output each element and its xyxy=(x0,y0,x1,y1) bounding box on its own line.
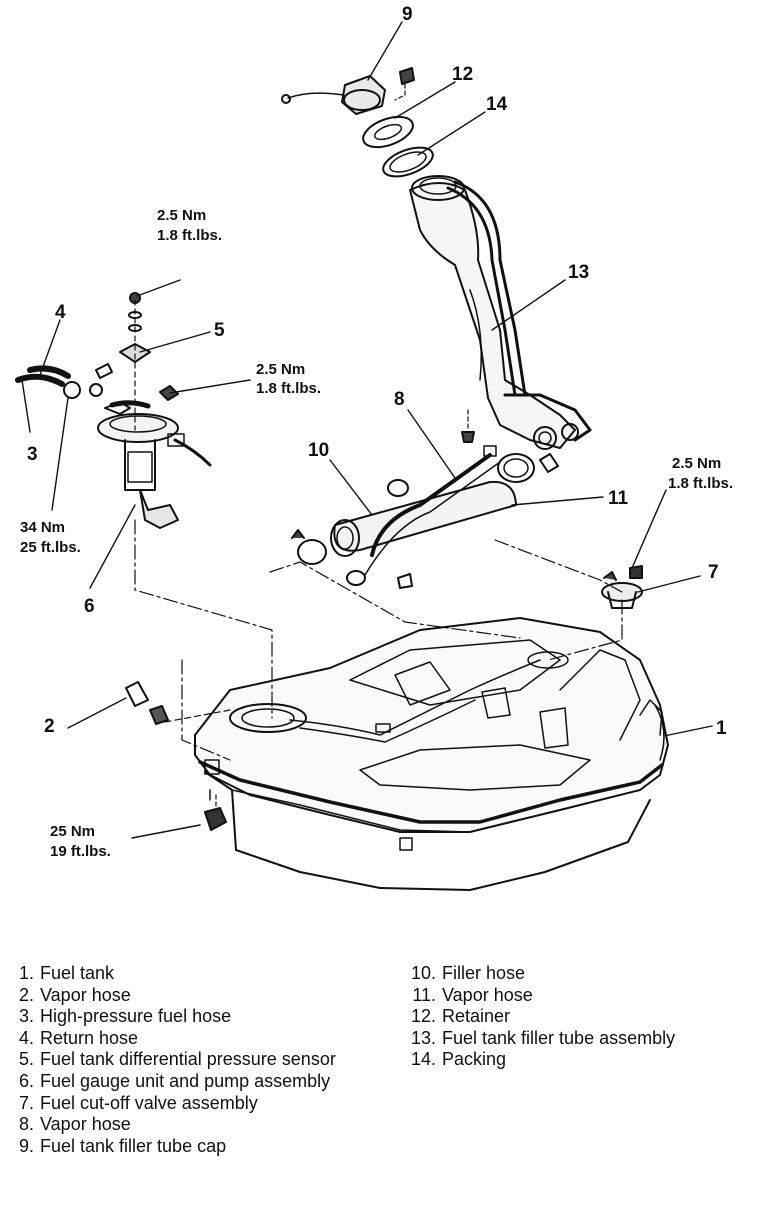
legend-number: 7. xyxy=(18,1092,34,1113)
legend-item: 11. Vapor hose xyxy=(400,985,760,1007)
legend-number: 6. xyxy=(18,1070,34,1091)
legend-text: Fuel gauge unit and pump assembly xyxy=(40,1070,331,1091)
torque-valve-nm: 2.5 Nm xyxy=(672,455,721,472)
fuel-tank xyxy=(194,617,669,891)
torque-hose-ftlbs: 25 ft.lbs. xyxy=(20,539,81,556)
torque-pump-ftlbs: 1.8 ft.lbs. xyxy=(256,380,321,397)
callout-5: 5 xyxy=(214,320,225,341)
callout-14: 14 xyxy=(486,94,508,115)
legend-number: 12. xyxy=(410,1006,436,1027)
legend-item: 10. Filler hose xyxy=(400,963,760,985)
callout-13: 13 xyxy=(568,262,589,283)
legend-text: Vapor hose xyxy=(442,984,533,1005)
legend-number: 1. xyxy=(18,963,34,983)
legend-number: 8. xyxy=(18,1114,34,1135)
alignment-lines xyxy=(134,519,623,761)
fuel-pump-assembly xyxy=(97,401,212,529)
legend-item: 1. Fuel tank xyxy=(8,963,378,985)
legend-number: 11. xyxy=(412,984,436,1005)
torque-tank-nm: 25 Nm xyxy=(50,823,95,840)
legend-item: 13. Fuel tank filler tube assembly xyxy=(400,1028,760,1050)
vapor-hose-8 xyxy=(364,445,501,576)
legend-number: 4. xyxy=(18,1027,34,1048)
legend-text: Filler hose xyxy=(442,963,526,983)
vapor-hose-2 xyxy=(125,681,231,725)
callout-1: 1 xyxy=(716,718,727,739)
torque-hose-nm: 34 Nm xyxy=(20,519,65,536)
hose-clamps xyxy=(291,453,559,589)
legend-text: Packing xyxy=(442,1049,507,1070)
filler-cap xyxy=(281,67,415,115)
legend-number: 3. xyxy=(18,1006,34,1027)
callout-11: 11 xyxy=(608,488,629,509)
torque-pump-nm: 2.5 Nm xyxy=(256,361,305,378)
legend-text: High-pressure fuel hose xyxy=(40,1006,232,1027)
callout-numbers: 1 2 3 4 5 6 7 8 9 10 11 12 13 14 xyxy=(27,4,727,739)
legend-number: 2. xyxy=(18,984,34,1005)
legend-text: Fuel tank filler tube assembly xyxy=(442,1027,676,1048)
legend-left: 1. Fuel tank 2. Vapor hose 3. High-pressure… xyxy=(8,963,378,1157)
legend-number: 10. xyxy=(410,963,436,983)
legend-item: 7. Fuel cut-off valve assembly xyxy=(8,1093,378,1115)
callout-3: 3 xyxy=(27,444,38,465)
callout-9: 9 xyxy=(402,4,413,25)
legend-right: 10. Filler hose 11. Vapor hose 12. Retainer… xyxy=(400,963,760,1071)
torque-sensor-ftlbs: 1.8 ft.lbs. xyxy=(157,227,222,244)
torque-sensor-nm: 2.5 Nm xyxy=(157,207,206,224)
leader-lines xyxy=(21,21,713,839)
legend-item: 8. Vapor hose xyxy=(8,1114,378,1136)
torque-specs: 2.5 Nm 1.8 ft.lbs. 2.5 Nm 1.8 ft.lbs. 34… xyxy=(20,207,733,860)
legend-text: Fuel tank differential pressure sensor xyxy=(40,1049,336,1070)
legend-number: 14. xyxy=(410,1049,436,1070)
legend-item: 4. Return hose xyxy=(8,1028,378,1050)
pressure-sensor-group xyxy=(95,292,179,431)
legend-item: 3. High-pressure fuel hose xyxy=(8,1006,378,1028)
legend-text: Retainer xyxy=(442,1006,511,1027)
callout-7: 7 xyxy=(708,562,719,583)
legend-item: 14. Packing xyxy=(400,1049,760,1071)
filler-tube-assembly xyxy=(409,175,592,450)
filler-hose xyxy=(330,480,517,557)
callout-6: 6 xyxy=(84,596,95,617)
legend-item: 2. Vapor hose xyxy=(8,985,378,1007)
exploded-parts-diagram: 1 2 3 4 5 6 7 8 9 10 11 12 13 14 2.5 Nm … xyxy=(15,4,733,891)
legend-number: 5. xyxy=(18,1049,34,1070)
legend-text: Vapor hose xyxy=(40,984,131,1005)
legend-text: Return hose xyxy=(40,1027,139,1048)
legend-item: 6. Fuel gauge unit and pump assembly xyxy=(8,1071,378,1093)
packing-ring xyxy=(382,146,434,178)
return-and-high-pressure-hoses xyxy=(15,365,151,409)
callout-2: 2 xyxy=(44,716,55,737)
legend-item: 9. Fuel tank filler tube cap xyxy=(8,1136,378,1158)
legend-number: 9. xyxy=(18,1135,34,1156)
legend-item: 5. Fuel tank differential pressure sensor xyxy=(8,1049,378,1071)
legend-text: Vapor hose xyxy=(40,1114,131,1135)
tank-nut xyxy=(204,794,227,831)
legend-text: Fuel tank filler tube cap xyxy=(40,1135,227,1156)
callout-8: 8 xyxy=(394,389,405,410)
legend-text: Fuel tank xyxy=(40,963,115,983)
legend-number: 13. xyxy=(410,1027,436,1048)
torque-valve-ftlbs: 1.8 ft.lbs. xyxy=(668,475,733,492)
torque-tank-ftlbs: 19 ft.lbs. xyxy=(50,843,111,860)
retainer-ring xyxy=(362,115,414,149)
callout-12: 12 xyxy=(452,64,473,85)
callout-4: 4 xyxy=(55,302,66,323)
legend-text: Fuel cut-off valve assembly xyxy=(40,1092,258,1113)
legend-item: 12. Retainer xyxy=(400,1006,760,1028)
callout-10: 10 xyxy=(308,440,329,461)
